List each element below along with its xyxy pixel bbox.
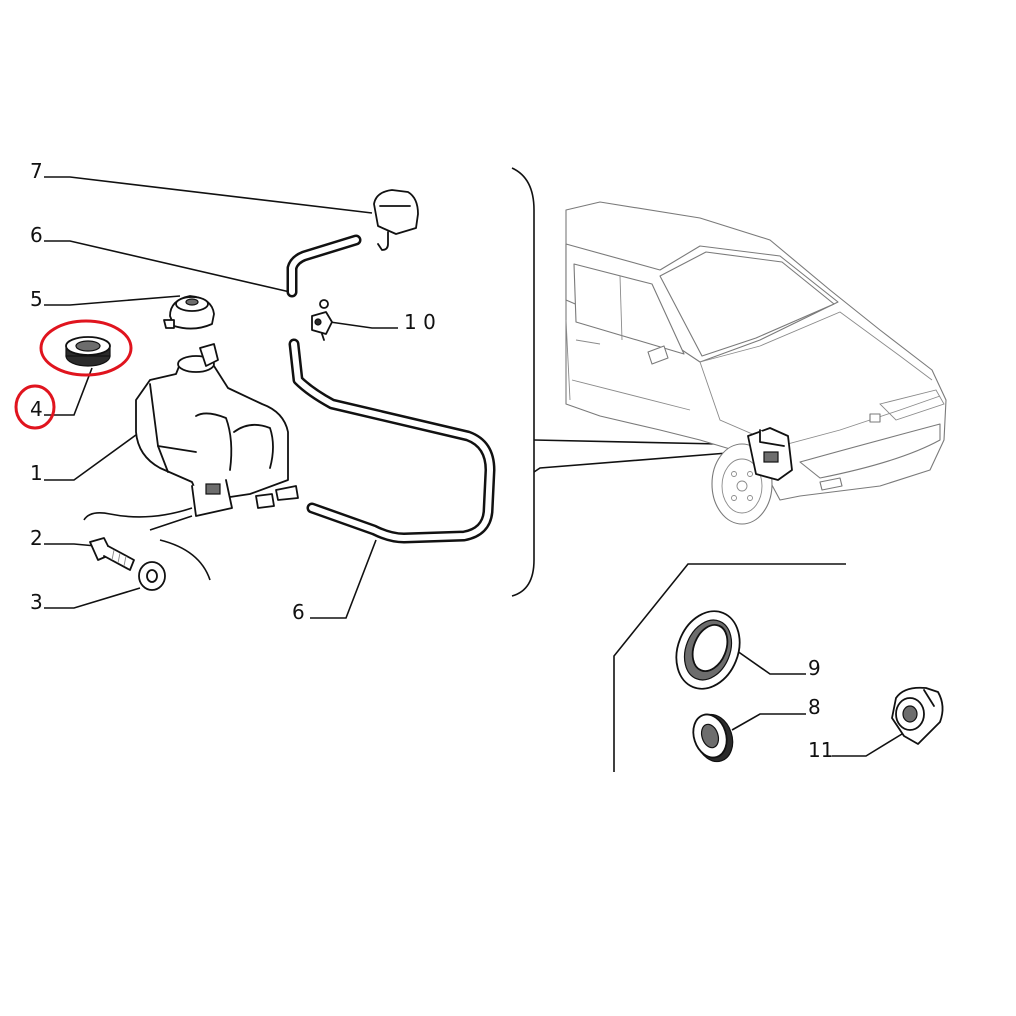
callout-1: 1 <box>30 461 43 485</box>
part-1-reservoir <box>135 343 299 517</box>
callout-7: 7 <box>30 159 43 183</box>
part-7-washer-nozzle <box>373 189 419 251</box>
part-11-pump <box>891 686 944 745</box>
highlight-part-4 <box>14 319 133 430</box>
callout-5: 5 <box>30 287 43 311</box>
car-view-frame <box>511 167 741 597</box>
part-10-connector <box>311 299 333 341</box>
callout-3: 3 <box>30 590 43 614</box>
part-4-grommet <box>65 336 111 367</box>
callout-10: 1 0 <box>404 310 436 334</box>
part-9-seal <box>675 610 741 690</box>
callout-6-top: 6 <box>30 223 43 247</box>
part-6-hose-lower <box>288 338 496 544</box>
callout-11: 11 <box>808 738 833 762</box>
callout-8: 8 <box>808 695 821 719</box>
mounting-bracket-outline <box>83 507 211 581</box>
leader-lines <box>44 176 903 757</box>
car-illustration <box>565 201 947 525</box>
callout-2: 2 <box>30 526 43 550</box>
callout-9: 9 <box>808 656 821 680</box>
part-6-hose-upper <box>286 234 362 298</box>
callout-4: 4 <box>30 397 43 421</box>
detail-frame <box>613 563 846 772</box>
callout-6-bottom: 6 <box>292 600 305 624</box>
part-2-bolt <box>89 537 135 571</box>
part-3-washer <box>138 561 166 591</box>
part-5-cap <box>163 295 215 330</box>
part-8-grommet <box>692 713 734 763</box>
